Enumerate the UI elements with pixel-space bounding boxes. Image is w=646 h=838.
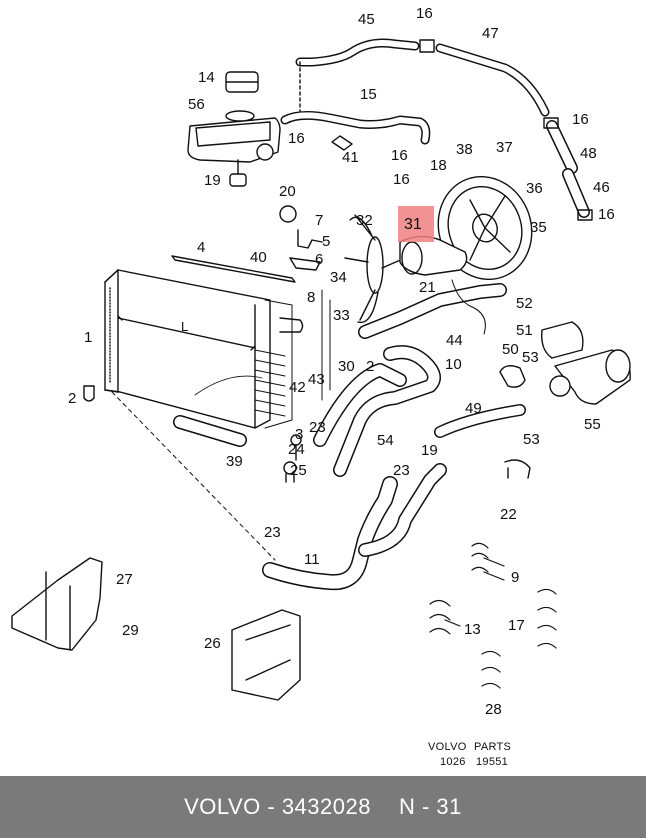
part-label: 18 [430,157,447,174]
part-label: 16 [598,206,615,223]
part-label: 33 [333,307,350,324]
part-label: 49 [465,400,482,417]
part-label: 43 [308,371,325,388]
part-label: 23 [309,419,326,436]
part-label: 32 [356,212,373,229]
part-label: 51 [516,322,533,339]
part-label: 10 [445,356,462,373]
stamp-brand: VOLVO [428,741,467,753]
part-label: 19 [204,172,221,189]
part-label: 14 [198,69,215,86]
hose-47 [435,43,550,117]
part-label: 53 [522,349,539,366]
part-label: 28 [485,701,502,718]
part-label: 53 [523,431,540,448]
dimension-label: L [181,319,189,334]
part-label: 8 [307,289,316,306]
part-label: 25 [290,462,307,479]
highlight-box [398,206,434,242]
part-label: 23 [264,524,281,541]
part-label: 46 [593,179,610,196]
part-label: 35 [530,219,547,236]
part-label: 45 [358,11,375,28]
part-label: 40 [250,249,267,266]
footer-reference: N - 31 [398,794,462,819]
part-label: 5 [322,233,331,250]
footer-part-number: VOLVO - 3432028 [184,794,371,819]
part-label: 29 [122,622,139,639]
part-label: 4 [197,239,206,256]
part-label: 34 [330,269,347,286]
part-label: 15 [360,86,377,103]
part-label: 16 [572,111,589,128]
part-label: 20 [279,183,296,200]
part-label: 47 [482,25,499,42]
part-label: 41 [342,149,359,166]
auxiliary-pump [549,349,631,405]
part-label: 11 [304,551,320,568]
part-label: 1 [84,329,93,346]
part-label: 37 [496,139,513,156]
stamp-number-2: 19551 [476,756,509,768]
part-label: 27 [116,571,133,588]
part-label: 16 [391,147,408,164]
footer-bar: VOLVO - 3432028 N - 31 [0,776,646,838]
part-label: 39 [226,453,243,470]
stamp-parts: PARTS [474,741,512,753]
part-label: 16 [416,5,433,22]
part-label: 24 [288,441,305,458]
part-label: 21 [419,279,436,296]
parts-diagram [11,38,631,701]
part-label: 7 [315,212,324,229]
part-label: 44 [446,332,463,349]
part-label: 30 [338,358,355,375]
part-label: 17 [508,617,525,634]
highlighted-part-label: 31 [404,216,422,233]
part-label: 26 [204,635,221,652]
part-label: 22 [500,506,517,523]
part-label: 13 [464,621,481,638]
part-label: 54 [377,432,394,449]
part-label: 55 [584,416,601,433]
part-label: 9 [511,569,520,586]
part-label: 48 [580,145,597,162]
shield-26 [231,609,301,701]
part-label: 50 [502,341,519,358]
part-label: 38 [456,141,473,158]
part-label: 16 [393,171,410,188]
part-label: 6 [315,251,324,268]
part-label: 23 [393,462,410,479]
air-guide-27 [11,557,103,651]
part-label: 52 [516,295,533,312]
part-label: 36 [526,180,543,197]
part-label: 56 [188,96,205,113]
part-label: 42 [289,379,306,396]
fan-blades [344,214,406,324]
part-label: 3 [295,426,304,443]
part-label: 19 [421,442,438,459]
stamp-number-1: 1026 [440,756,466,768]
radiator [104,255,304,429]
part-label: 2 [68,390,77,407]
part-label: 16 [288,130,305,147]
part-label: 2 [366,358,375,375]
